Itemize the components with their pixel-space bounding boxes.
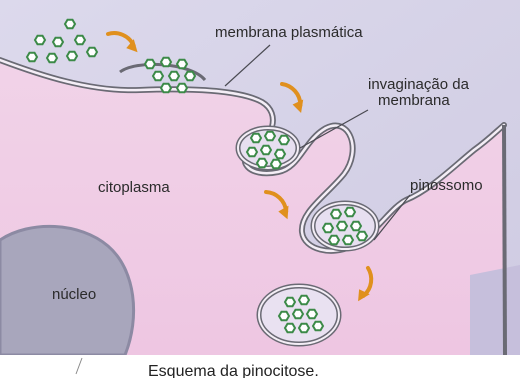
cell-right-border bbox=[504, 125, 505, 355]
label-plasma-membrane: membrana plasmática bbox=[215, 24, 363, 41]
particle-icon bbox=[313, 322, 323, 331]
particle-icon bbox=[53, 38, 63, 47]
particle-icon bbox=[257, 159, 267, 168]
particle-icon bbox=[285, 324, 295, 333]
particle-icon bbox=[35, 36, 45, 45]
label-invagination-line2: membrana bbox=[378, 92, 450, 109]
particle-icon bbox=[261, 146, 271, 155]
label-nucleus: núcleo bbox=[52, 286, 96, 303]
label-invagination-line1: invaginação da bbox=[368, 76, 470, 93]
right-panel bbox=[470, 265, 520, 355]
particle-icon bbox=[345, 208, 355, 217]
particle-icon bbox=[251, 134, 261, 143]
particle-icon bbox=[357, 232, 367, 241]
particle-icon bbox=[145, 60, 155, 69]
particle-icon bbox=[279, 312, 289, 321]
label-cytoplasm: citoplasma bbox=[98, 179, 170, 196]
figure-caption: Esquema da pinocitose. bbox=[148, 363, 319, 378]
particle-icon bbox=[285, 298, 295, 307]
particle-icon bbox=[153, 72, 163, 81]
particle-icon bbox=[265, 132, 275, 141]
particle-icon bbox=[279, 136, 289, 145]
particle-icon bbox=[177, 84, 187, 93]
particle-icon bbox=[337, 222, 347, 231]
particle-icon bbox=[185, 72, 195, 81]
particle-icon bbox=[87, 48, 97, 57]
particle-icon bbox=[293, 310, 303, 319]
particle-icon bbox=[329, 236, 339, 245]
particle-icon bbox=[27, 53, 37, 62]
particle-icon bbox=[271, 160, 281, 169]
particle-icon bbox=[177, 60, 187, 69]
particle-icon bbox=[299, 296, 309, 305]
particle-icon bbox=[275, 150, 285, 159]
particle-icon bbox=[247, 148, 257, 157]
particle-icon bbox=[67, 52, 77, 61]
particle-icon bbox=[343, 236, 353, 245]
particle-icon bbox=[47, 54, 57, 63]
particle-icon bbox=[331, 210, 341, 219]
particle-icon bbox=[299, 324, 309, 333]
particle-icon bbox=[323, 224, 333, 233]
particle-icon bbox=[161, 58, 171, 67]
label-pinosome: pinossomo bbox=[410, 177, 483, 194]
particle-icon bbox=[307, 310, 317, 319]
particle-icon bbox=[65, 20, 75, 29]
particle-icon bbox=[161, 84, 171, 93]
particle-icon bbox=[75, 36, 85, 45]
particle-icon bbox=[351, 222, 361, 231]
particle-icon bbox=[169, 72, 179, 81]
